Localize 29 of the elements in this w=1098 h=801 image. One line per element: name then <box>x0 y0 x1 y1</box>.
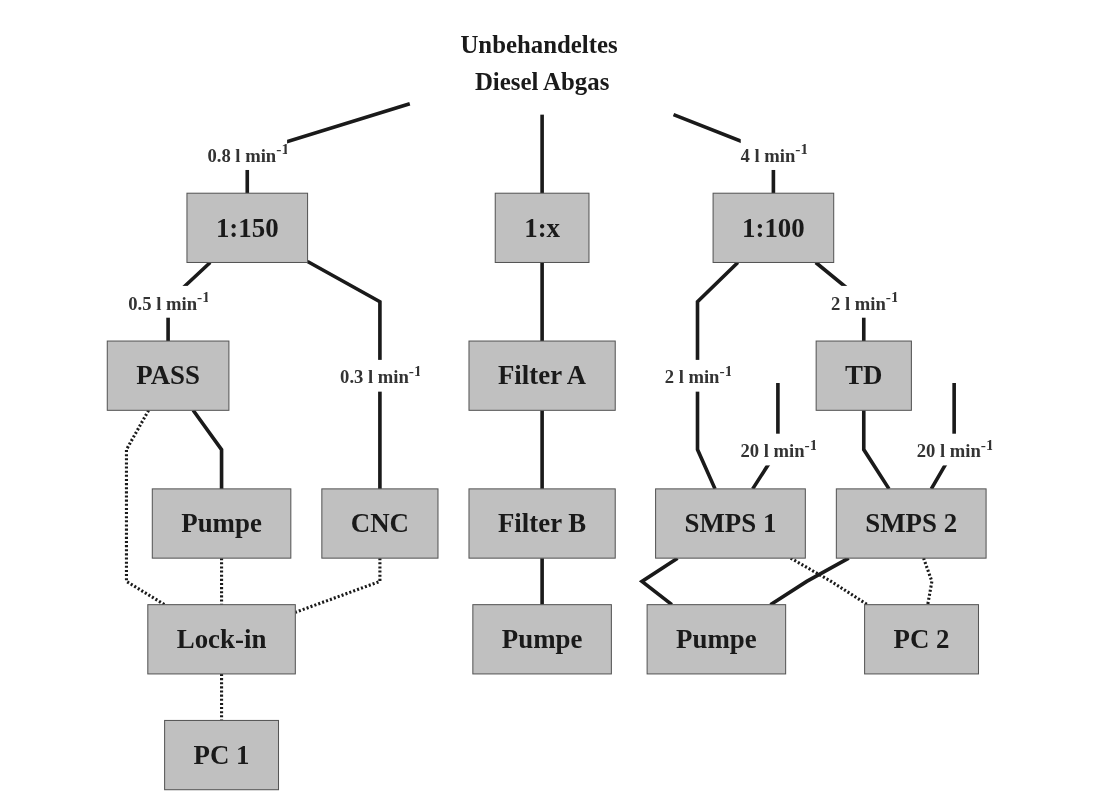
node-box: Pumpe <box>646 604 786 675</box>
node-box: Filter B <box>468 488 616 559</box>
connector <box>191 409 223 489</box>
connector <box>219 558 223 605</box>
connector <box>539 262 544 342</box>
node-box: 1:150 <box>186 192 308 263</box>
node-box: Filter A <box>468 340 616 411</box>
connector <box>539 114 544 194</box>
connector <box>861 410 891 490</box>
node-text: Unbehandeltes Diesel Abgas <box>459 30 618 96</box>
connector <box>921 557 934 605</box>
node-box: CNC <box>320 488 439 559</box>
node-box: PC 1 <box>163 719 279 791</box>
connector <box>294 558 381 614</box>
connector <box>539 410 544 489</box>
node-box: TD <box>815 340 912 411</box>
connector <box>124 409 165 606</box>
node-box: 1:100 <box>712 192 834 263</box>
connector <box>219 673 223 721</box>
connector <box>306 259 382 489</box>
node-box: SMPS 2 <box>835 488 987 559</box>
node-box: Pumpe <box>471 604 612 675</box>
node-box: PASS <box>106 340 229 411</box>
node-box: Pumpe <box>151 488 291 559</box>
connector <box>539 558 544 605</box>
node-box: Lock-in <box>146 604 296 675</box>
node-box: SMPS 1 <box>654 488 806 559</box>
node-box: 1:x <box>494 192 590 263</box>
node-box: PC 2 <box>863 604 979 675</box>
